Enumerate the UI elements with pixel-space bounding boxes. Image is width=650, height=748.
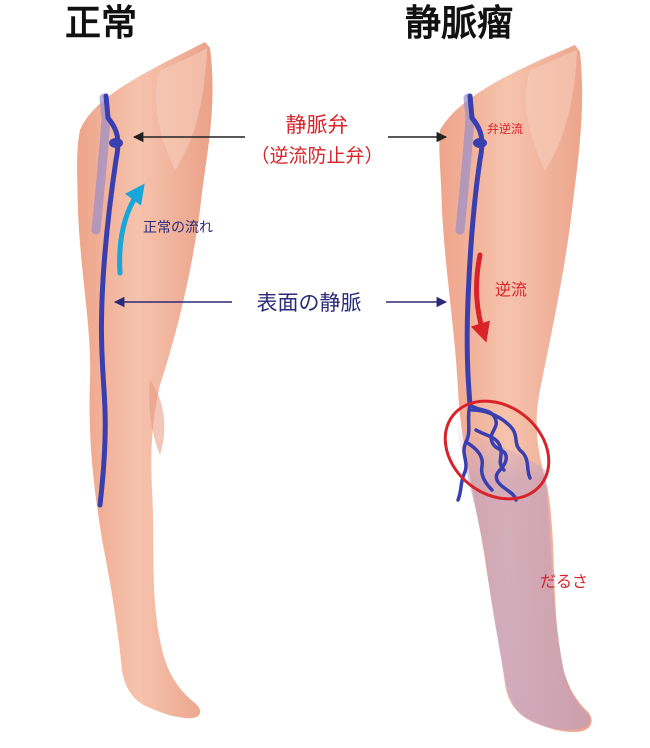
- valve-label-line1: 静脈弁: [286, 113, 349, 137]
- valve-label-line2: （逆流防止弁）: [250, 145, 383, 167]
- reflux-label: 逆流: [495, 280, 527, 299]
- heaviness-label: だるさ: [540, 572, 588, 591]
- normal-surface-vein: [97, 93, 121, 508]
- varicose-highlight-ring: [443, 399, 551, 501]
- varicose-leg-shape: [439, 45, 592, 732]
- normal-leg-knee-shade: [149, 380, 165, 455]
- surface-vein-label: 表面の静脈: [257, 291, 362, 315]
- valve-reflux-label: 弁逆流: [487, 121, 523, 136]
- varicose-deep-vein: [455, 93, 475, 235]
- normal-leg: [77, 42, 213, 719]
- normal-leg-shape: [77, 42, 213, 719]
- title-varicose: 静脈瘤: [405, 3, 513, 44]
- varicose-valve: [473, 138, 487, 148]
- title-normal: 正常: [65, 3, 137, 44]
- normal-flow-arrow: [117, 183, 145, 276]
- varicose-leg: [439, 45, 592, 732]
- normal-flow-label: 正常の流れ: [143, 220, 213, 236]
- varicose-tangle: [456, 403, 532, 502]
- normal-deep-vein: [91, 93, 111, 235]
- reflux-arrow: [470, 252, 490, 343]
- varicose-thigh-shade: [525, 50, 577, 170]
- varicose-swelling: [455, 420, 590, 730]
- normal-valve: [109, 138, 123, 148]
- varicose-surface-vein: [464, 93, 485, 408]
- normal-leg-thigh-shade: [155, 48, 207, 170]
